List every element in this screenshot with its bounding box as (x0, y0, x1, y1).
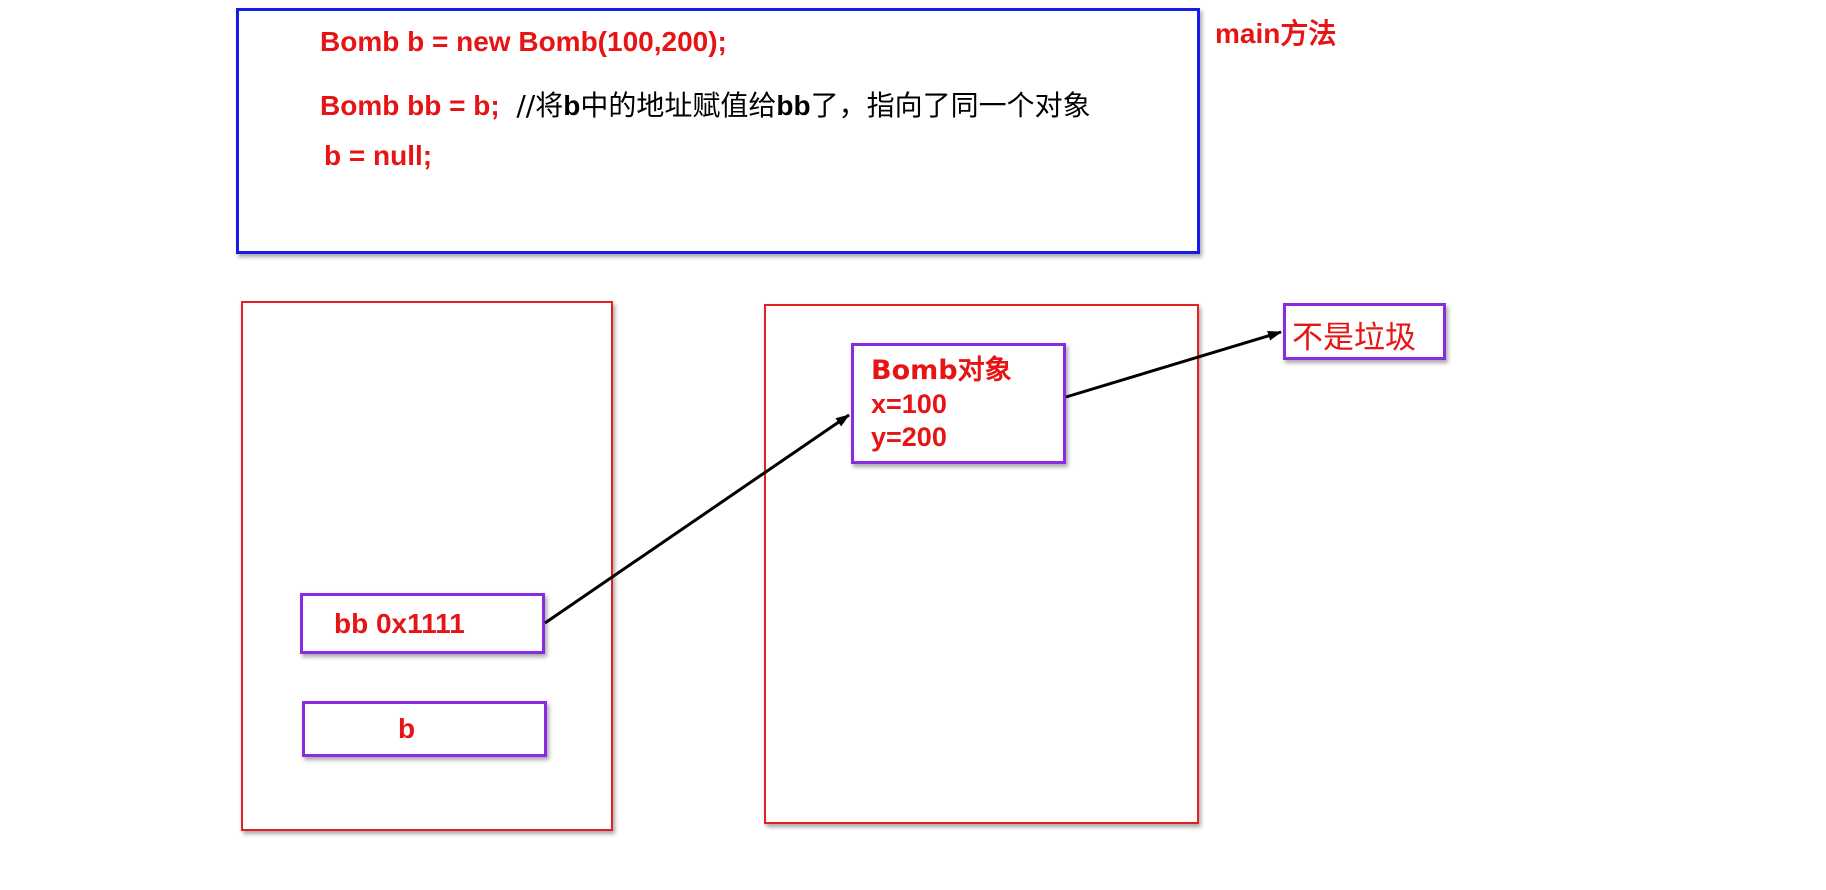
bomb-field-x: x=100 (871, 389, 947, 419)
main-method-box (236, 8, 1200, 254)
stack-cell-b (302, 701, 547, 757)
stack-cell-b-text: b (398, 713, 416, 744)
not-garbage-box (1283, 303, 1446, 360)
not-garbage-text: 不是垃圾 (1292, 320, 1416, 356)
stack-cell-bb-text: bb 0x1111 (334, 608, 465, 639)
code-line-new-bomb: Bomb b = new Bomb(100,200); (320, 26, 727, 57)
bomb-object-box (851, 343, 1066, 464)
code-line-assign-bb: Bomb bb = b; //将b中的地址赋值给bb了，指向了同一个对象 (320, 84, 1091, 124)
stack-cell-bb (300, 593, 545, 654)
main-method-label: main方法 (1215, 18, 1337, 49)
code-comment: //将b中的地址赋值给bb了，指向了同一个对象 (516, 89, 1091, 122)
bomb-field-y: y=200 (871, 422, 947, 452)
code-line-b-null: b = null; (324, 140, 433, 171)
code-assign-bb: Bomb bb = b; (320, 90, 500, 121)
bomb-object-title: Bomb对象 (871, 355, 1012, 386)
